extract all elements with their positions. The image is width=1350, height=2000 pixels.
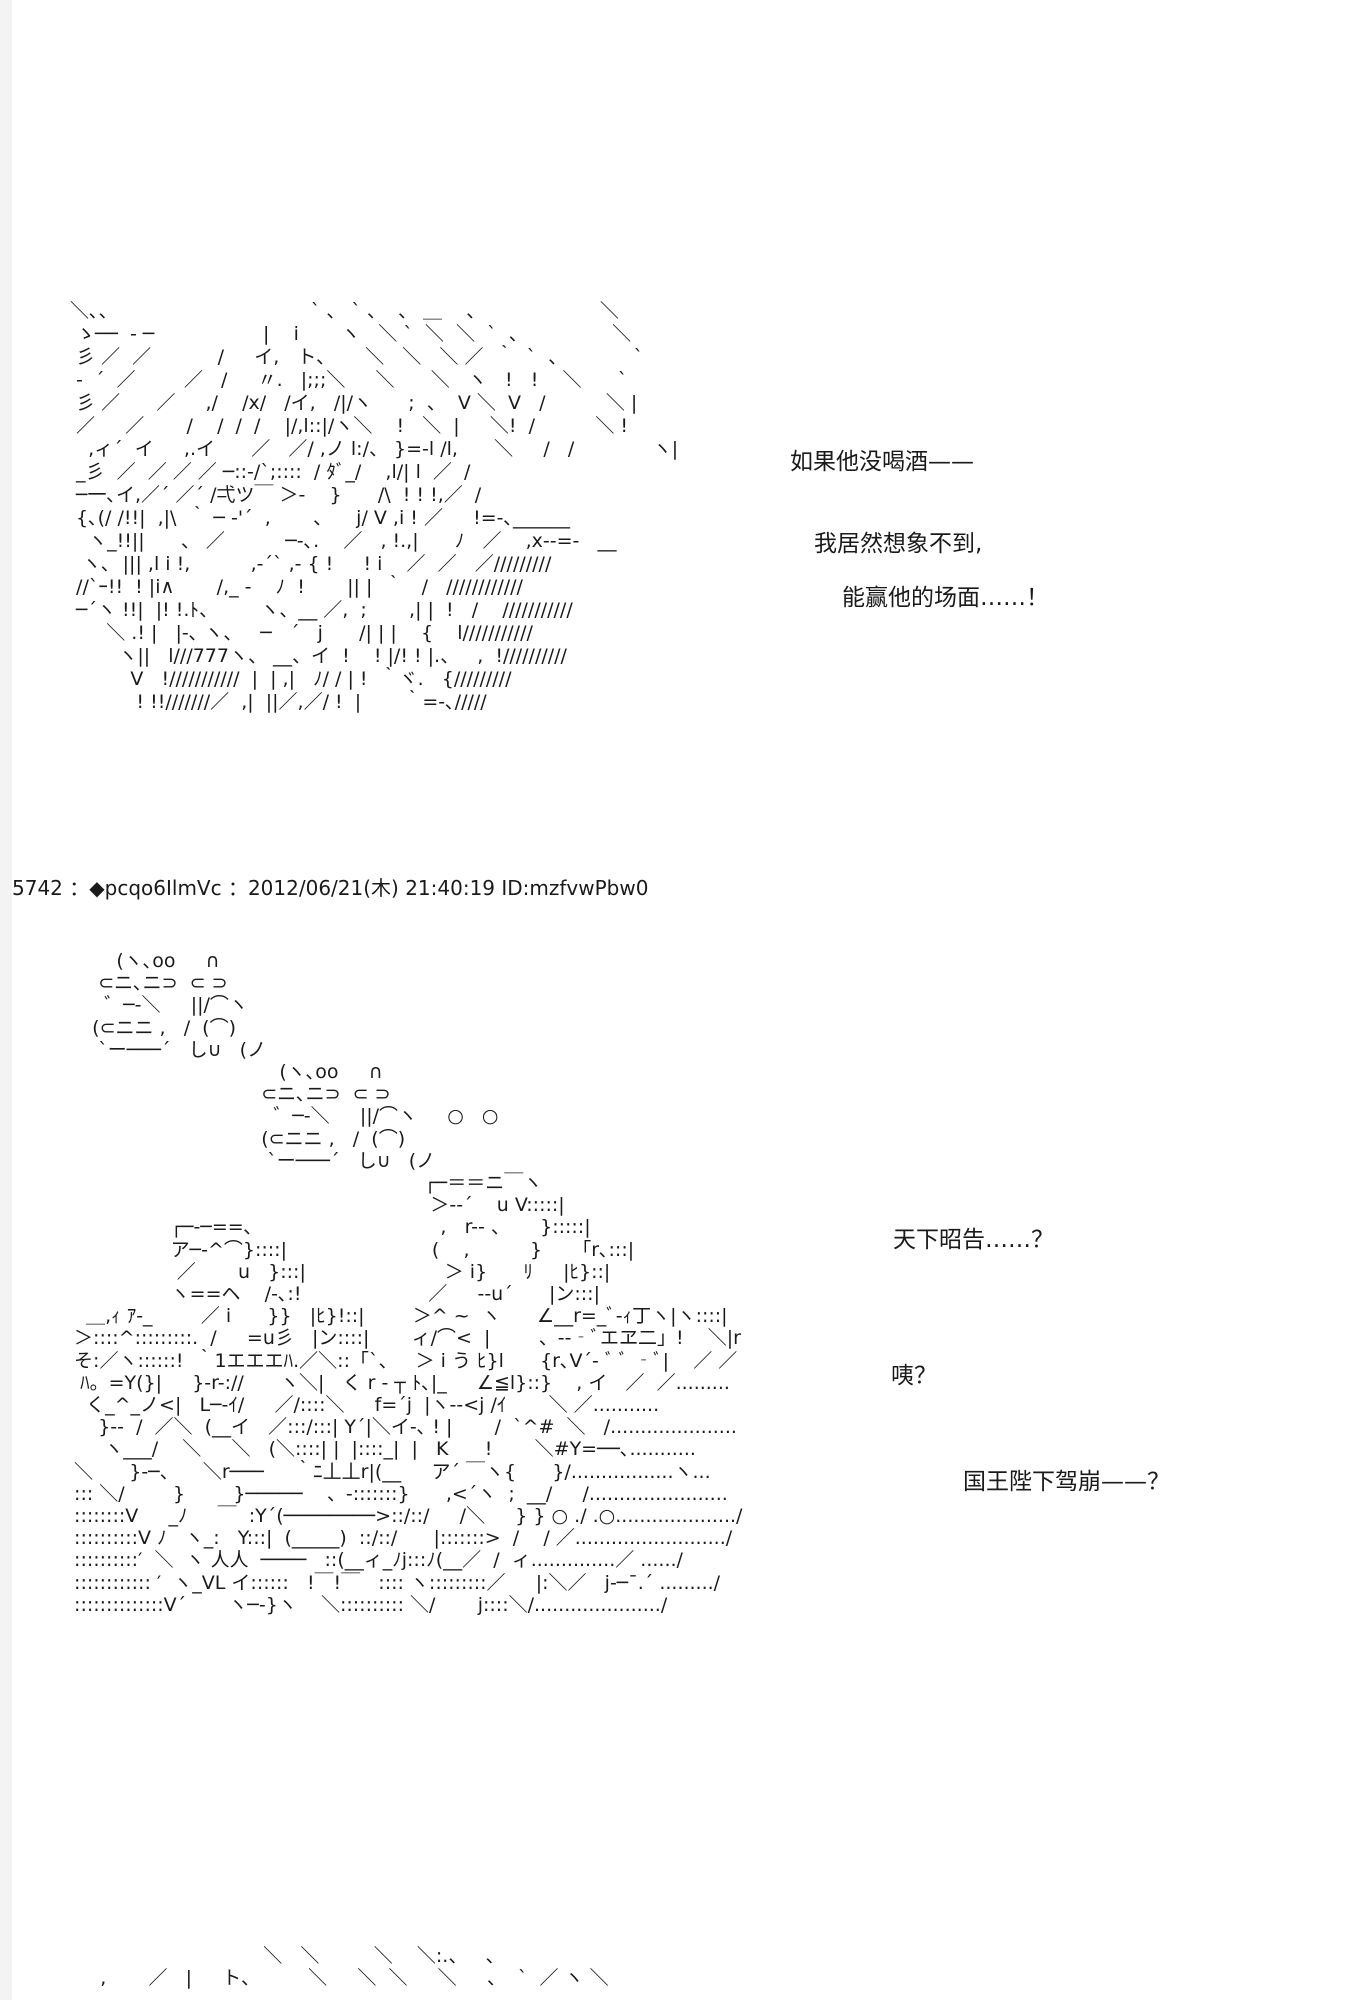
dialogue-line-3: 能赢他的场面……！ [842, 585, 1049, 611]
page-margin [0, 0, 12, 2000]
dialogue-line-1: 如果他没喝酒—— [790, 449, 974, 475]
dialogue-line-5: 咦？ [891, 1363, 937, 1389]
dialogue-line-6: 国王陛下驾崩——？ [963, 1469, 1170, 1495]
ascii-art-crowd-scene: (ヽ､oo ∩ ⊂ニ､ニ⊃ ⊂ ⊃ ゛─-＼ ||/⌒ヽ (⊂ニニ , / (⌒… [74, 950, 743, 1616]
manga-page [12, 0, 1350, 2000]
ascii-art-next-panel: ＼ ＼ ＼ ＼:.、 、 , ／ | ト、 ＼ ＼ ＼ ＼ 、 ` ／ ヽ ＼ [100, 1945, 609, 1989]
ascii-art-character-closeup: ＼､、 ` 、 ` 、 、 ＿ 、 ＼ ゝ── - ─ | i ヽ ＼ ` ＼ … [70, 300, 679, 713]
post-header: 5742 ：◆pcqo6IlmVc ：2012/06/21(木) 21:40:1… [12, 876, 649, 900]
dialogue-line-4: 天下昭告……？ [893, 1227, 1054, 1253]
dialogue-line-2: 我居然想象不到, [814, 531, 983, 557]
